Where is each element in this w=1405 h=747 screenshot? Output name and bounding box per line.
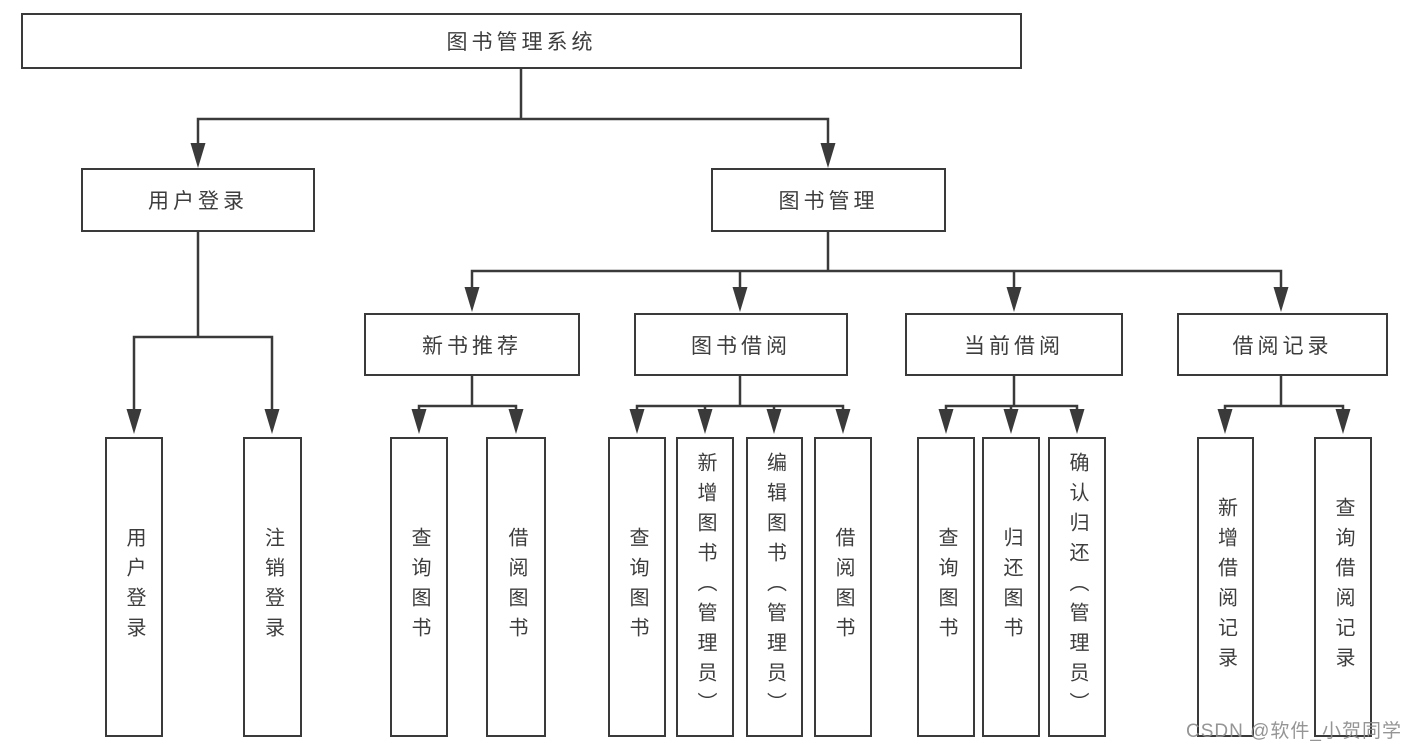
- node-borrowing-records: 借阅记录: [1177, 313, 1388, 376]
- leaf-borrow-books-1: 借阅图书: [486, 437, 546, 737]
- node-current-borrowing: 当前借阅: [905, 313, 1123, 376]
- leaf-return-books: 归还图书: [982, 437, 1040, 737]
- node-label: 当前借阅: [964, 334, 1064, 358]
- node-label: 新增借阅记录: [1214, 497, 1237, 677]
- leaf-edit-books-admin: 编辑图书（管理员）: [746, 437, 803, 737]
- node-label: 新书推荐: [422, 334, 522, 358]
- node-label: 借阅记录: [1232, 334, 1333, 358]
- node-book-borrowing: 图书借阅: [634, 313, 848, 376]
- node-label: 查询借阅记录: [1332, 497, 1354, 677]
- node-label: 新增图书（管理员）: [694, 452, 716, 722]
- leaf-query-books-1: 查询图书: [390, 437, 448, 737]
- node-label: 归还图书: [1000, 527, 1022, 647]
- node-label: 用户登录: [148, 190, 248, 213]
- node-label: 用户登录: [123, 527, 145, 647]
- leaf-query-borrow-record: 查询借阅记录: [1314, 437, 1372, 737]
- node-label: 查询图书: [408, 527, 430, 647]
- node-label: 查询图书: [935, 527, 957, 647]
- node-label: 图书借阅: [691, 334, 791, 358]
- node-label: 注销登录: [261, 527, 284, 647]
- node-label: 图书管理系统: [446, 31, 597, 54]
- leaf-logout: 注销登录: [243, 437, 302, 737]
- node-label: 图书管理: [778, 190, 879, 213]
- node-label: 编辑图书（管理员）: [763, 452, 786, 722]
- node-label: 借阅图书: [505, 527, 527, 647]
- node-user-login: 用户登录: [81, 168, 315, 232]
- leaf-confirm-return-admin: 确认归还（管理员）: [1048, 437, 1106, 737]
- node-label: 借阅图书: [832, 527, 854, 647]
- leaf-add-borrow-record: 新增借阅记录: [1197, 437, 1254, 737]
- leaf-user-login: 用户登录: [105, 437, 163, 737]
- node-new-book-recommendation: 新书推荐: [364, 313, 580, 376]
- leaf-query-books-2: 查询图书: [608, 437, 666, 737]
- csdn-watermark: CSDN @软件_小贺同学: [1186, 721, 1402, 742]
- node-library-management-system: 图书管理系统: [21, 13, 1022, 69]
- leaf-query-books-3: 查询图书: [917, 437, 975, 737]
- node-label: 确认归还（管理员）: [1066, 452, 1088, 722]
- leaf-borrow-books-2: 借阅图书: [814, 437, 872, 737]
- node-label: 查询图书: [626, 527, 648, 647]
- leaf-add-books-admin: 新增图书（管理员）: [676, 437, 734, 737]
- node-book-management: 图书管理: [711, 168, 946, 232]
